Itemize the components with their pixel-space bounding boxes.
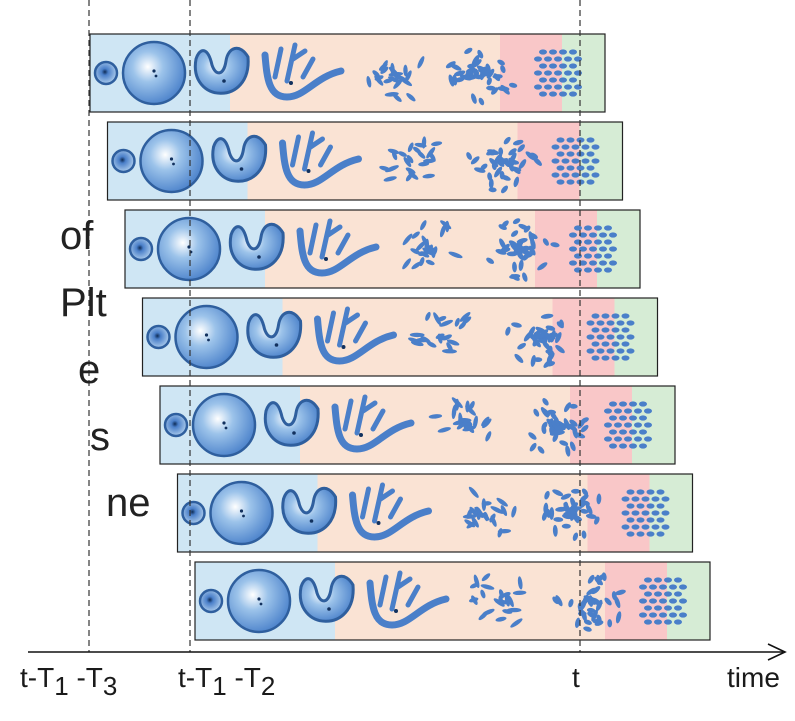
cell-cycle-row: [194, 561, 711, 641]
small-cell-icon: [93, 60, 119, 86]
branched-cell-icon: [261, 42, 345, 101]
fragmenting-cell-icon: [468, 573, 527, 628]
dense-cluster-icon: [541, 488, 602, 541]
branched-cell-icon: [296, 218, 380, 277]
phase-band-pink: [605, 562, 667, 640]
phase-band-pink: [500, 34, 562, 112]
dispersed-particles-icon: [604, 401, 652, 449]
horseshoe-cell-icon: [298, 574, 355, 623]
row-frame: [89, 33, 606, 113]
row-frame: [141, 297, 659, 377]
row-frame: [159, 385, 676, 465]
branched-cell-icon: [349, 482, 432, 541]
dispersed-particles-icon: [621, 489, 670, 537]
branched-cell-icon: [331, 394, 415, 453]
cell-cycle-row: [89, 33, 606, 113]
horseshoe-cell-icon: [193, 46, 250, 95]
dense-cluster-icon: [486, 218, 560, 282]
cell-cycle-row: [141, 297, 659, 377]
side-text-line-4: s: [90, 415, 110, 459]
phase-band-pink: [535, 210, 597, 288]
cell-cycle-row: [159, 385, 676, 465]
horseshoe-cell-icon: [263, 398, 320, 447]
tick-label-t-t1-t3: t-T1 -T3: [20, 662, 118, 701]
fragmenting-cell-icon: [379, 136, 443, 182]
small-cell-icon: [146, 324, 171, 350]
cell-cycle-row: [106, 121, 624, 201]
horseshoe-cell-icon: [246, 310, 303, 359]
fragmenting-cell-icon: [462, 486, 517, 538]
dispersed-particles-icon: [639, 577, 687, 625]
dense-cluster-icon: [528, 398, 589, 457]
side-text-line-1: of: [60, 214, 94, 258]
tick-label-t: t: [572, 662, 580, 693]
row-frame: [176, 473, 694, 553]
row-frame: [124, 209, 641, 289]
small-cell-icon: [163, 412, 189, 438]
row-frame: [106, 121, 624, 201]
large-cell-icon: [191, 392, 257, 458]
horseshoe-cell-icon: [228, 222, 285, 271]
dense-cluster-icon: [466, 136, 543, 194]
fragmenting-cell-icon: [408, 311, 472, 354]
large-cell-icon: [121, 40, 187, 106]
side-text-line-2: Plt: [60, 281, 107, 325]
dispersed-particles-icon: [586, 313, 635, 361]
dense-cluster-icon: [445, 47, 518, 106]
dispersed-particles-icon: [534, 49, 582, 97]
phase-band-pink: [587, 474, 650, 552]
cell-cycle-row: [124, 209, 641, 289]
small-cell-icon: [198, 588, 224, 614]
phase-band-pink: [552, 298, 615, 376]
horseshoe-cell-icon: [211, 134, 268, 183]
row-frame: [194, 561, 711, 641]
small-cell-icon: [181, 500, 206, 526]
large-cell-icon: [156, 216, 222, 282]
small-cell-icon: [128, 236, 154, 262]
branched-cell-icon: [314, 306, 397, 365]
small-cell-icon: [111, 148, 136, 174]
dense-cluster-icon: [552, 572, 626, 632]
large-cell-icon: [209, 480, 274, 546]
axis-label-time: time: [727, 662, 780, 693]
tick-label-t-t1-t2: t-T1 -T2: [178, 662, 276, 701]
branched-cell-icon: [366, 570, 450, 629]
fragmenting-cell-icon: [402, 220, 463, 270]
time-axis-arrowhead: [767, 643, 787, 661]
fragmenting-cell-icon: [428, 397, 492, 442]
phase-band-pink: [517, 122, 580, 200]
side-text-line-3: e: [78, 348, 101, 392]
side-text-line-5: ne: [106, 481, 151, 525]
cell-cycle-row: [176, 473, 694, 553]
fragmenting-cell-icon: [366, 56, 425, 102]
large-cell-icon: [174, 304, 239, 370]
horseshoe-cell-icon: [281, 486, 338, 535]
dispersed-particles-icon: [569, 225, 617, 273]
dispersed-particles-icon: [551, 137, 600, 185]
large-cell-icon: [226, 568, 292, 634]
branched-cell-icon: [279, 130, 362, 189]
dense-cluster-icon: [505, 313, 565, 368]
large-cell-icon: [139, 128, 204, 194]
